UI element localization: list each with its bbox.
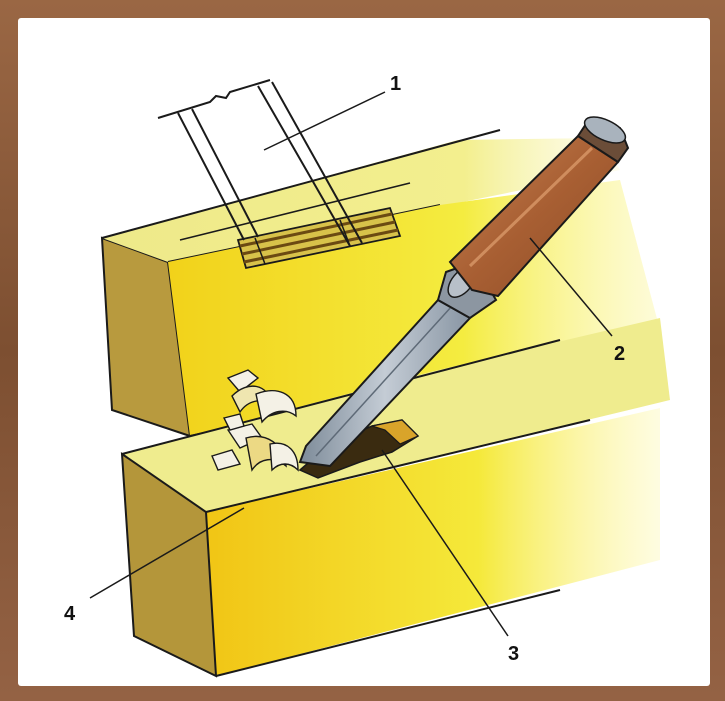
callout-1: 1 — [390, 73, 401, 95]
callout-2: 2 — [614, 343, 625, 365]
callout-4: 4 — [64, 603, 76, 625]
callout-3: 3 — [508, 643, 519, 665]
